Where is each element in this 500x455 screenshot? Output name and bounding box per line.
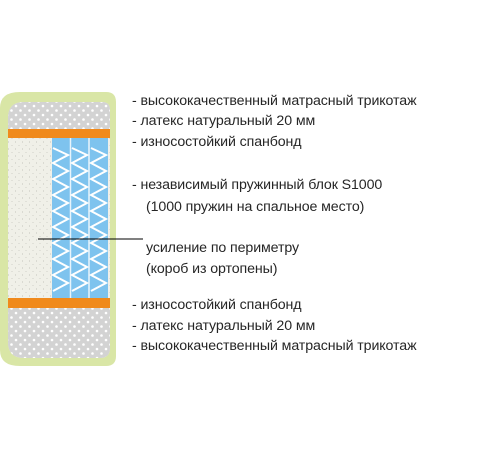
spring-block <box>50 138 109 298</box>
bottom-spunbond-layer <box>8 298 110 308</box>
label-top-knit: - высококачественный матрасный трикотаж <box>132 93 417 109</box>
label-bottom-spunbond: - износостойкий спанбонд <box>132 297 302 313</box>
label-spring-count: (1000 пружин на спальное место) <box>146 199 365 215</box>
label-bottom-latex: - латекс натуральный 20 мм <box>132 318 316 334</box>
label-top-spunbond: - износостойкий спанбонд <box>132 134 302 150</box>
label-perimeter-box: (короб из ортопены) <box>146 261 278 277</box>
label-bottom-knit: - высококачественный матрасный трикотаж <box>132 338 417 354</box>
label-perimeter: усиление по периметру <box>146 240 300 256</box>
top-spunbond-layer <box>8 129 110 138</box>
label-top-latex: - латекс натуральный 20 мм <box>132 113 316 129</box>
label-spring-block: - независимый пружинный блок S1000 <box>132 177 383 193</box>
